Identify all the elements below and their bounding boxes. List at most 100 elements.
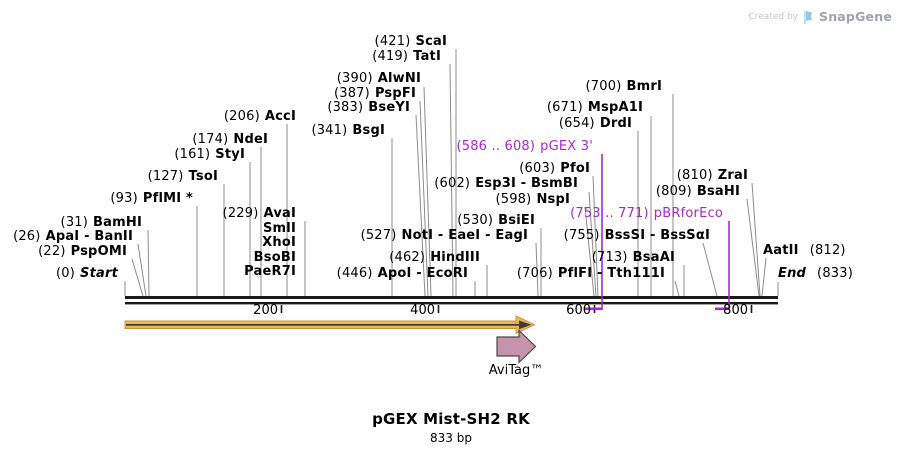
- site-name: PflFI - Tth111I: [557, 266, 665, 281]
- site-pos: (654): [558, 116, 595, 131]
- site-pos: (127): [147, 169, 184, 184]
- site-pos: (383): [327, 100, 364, 115]
- site-label-apai-banii: (26)ApaI - BanII: [13, 230, 133, 243]
- primer-name: pGEX 3': [540, 139, 593, 154]
- site-name: BssSI - BssSαI: [604, 228, 710, 243]
- site-label-pflfi: (706) PflFI - Tth111I: [517, 267, 665, 280]
- site-name: HindIII: [430, 250, 480, 265]
- site-label-styi: (161) StyI: [174, 148, 245, 161]
- ruler-ticks: [280, 305, 753, 313]
- site-name: Start: [80, 266, 118, 281]
- site-label-aatii: AatII (812): [763, 244, 846, 257]
- plasmid-length: 833 bp: [430, 431, 472, 445]
- site-label-scai: (421) ScaI: [375, 35, 447, 48]
- site-name: BsoBI: [253, 249, 296, 265]
- site-label-mspa1i: (671) MspA1I: [547, 101, 643, 114]
- site-name: BsiEI: [498, 213, 535, 228]
- site-pos: (755): [563, 228, 600, 243]
- site-name: Esp3I - BsmBI: [475, 176, 578, 191]
- site-pos: (174): [192, 132, 229, 147]
- site-name: AccI: [264, 109, 296, 124]
- site-pos: (810): [676, 168, 713, 183]
- primer-label-pbrforeco: (753 .. 771)pBRforEco: [570, 207, 723, 220]
- site-pos: (161): [174, 147, 211, 162]
- site-label-drdi: (654)DrdI: [559, 117, 632, 130]
- site-pos: (671): [546, 100, 583, 115]
- site-name: PspOMI: [70, 244, 127, 259]
- site-name: BmrI: [626, 79, 662, 94]
- ruler-label-400: 400: [410, 303, 435, 318]
- primer-pgex3-line: [584, 154, 603, 311]
- attribution-prefix: Created by: [748, 11, 798, 22]
- avitag-label: AviTag™: [488, 363, 544, 378]
- site-label-pspomi: (22) PspOMI: [38, 245, 127, 258]
- site-label-bsahi: (809) BsaHI: [656, 185, 740, 198]
- site-pos: (598): [495, 192, 532, 207]
- site-name: PspFI: [374, 86, 416, 101]
- map-end-label: End (833): [778, 267, 853, 280]
- site-label-ndei: (174)NdeI: [192, 133, 268, 146]
- site-pos: (390): [336, 71, 373, 86]
- site-name: End: [778, 266, 807, 281]
- title-block: pGEX Mist-SH2 RK 833 bp: [0, 410, 902, 445]
- site-name: XhoI: [262, 235, 296, 251]
- site-pos: (700): [585, 79, 622, 94]
- site-name: SmlI: [262, 220, 296, 236]
- snapgene-logo-icon: [804, 10, 813, 24]
- site-label-avai-group: (229) AvaI SmlI XhoI BsoBI PaeR7I: [222, 206, 296, 280]
- site-label-bsiei: (530) BsiEI: [457, 214, 535, 227]
- site-pos: (22): [38, 244, 66, 259]
- primer-pbrforeco-line: [715, 221, 730, 311]
- site-name: PaeR7I: [244, 264, 296, 280]
- site-pos: (462): [389, 250, 426, 265]
- site-name: MspA1I: [587, 100, 643, 115]
- site-name: NotI - EaeI - EagI: [401, 228, 528, 243]
- site-label-tsoi: (127) TsoI: [148, 170, 218, 183]
- site-pos: (421): [374, 34, 411, 49]
- site-pos: (602): [434, 176, 471, 191]
- site-name: ScaI: [415, 34, 447, 49]
- site-pos: (809): [655, 184, 692, 199]
- site-name: BsaAI: [632, 250, 675, 265]
- site-pos: (603): [519, 161, 556, 176]
- site-label-zrai: (810) ZraI: [677, 169, 748, 182]
- ruler-label-200: 200: [253, 303, 278, 318]
- site-name: ApaI - BanII: [45, 229, 133, 244]
- site-name: AvaI: [263, 206, 296, 221]
- map-start-label: (0)Start: [56, 267, 118, 280]
- site-label-bsaai: (713)BsaAI: [592, 251, 675, 264]
- site-name: AlwNI: [377, 71, 421, 86]
- site-name: StyI: [215, 147, 245, 162]
- site-name: ZraI: [717, 168, 748, 183]
- site-name: PflMI *: [142, 191, 193, 206]
- site-pos: (446): [336, 266, 373, 281]
- site-pos: (229): [222, 206, 259, 221]
- site-pos: (530): [457, 213, 494, 228]
- site-pos: (93): [110, 191, 138, 206]
- site-label-tati: (419)TatI: [372, 50, 441, 63]
- site-name: BamHI: [93, 215, 142, 230]
- site-label-bamhi: (31)BamHI: [61, 216, 142, 229]
- site-label-bmri: (700) BmrI: [586, 80, 662, 93]
- site-name: PfoI: [560, 161, 590, 176]
- ruler-label-800: 800: [723, 303, 748, 318]
- site-pos: (833): [817, 266, 854, 281]
- site-pos: (387): [333, 86, 370, 101]
- primer-label-pgex3: (586 .. 608) pGEX 3': [456, 140, 593, 153]
- site-pos: (706): [516, 266, 553, 281]
- site-pos: (812): [809, 243, 846, 258]
- site-label-alwni: (390) AlwNI: [337, 72, 421, 85]
- primer-name: pBRforEco: [653, 206, 723, 221]
- site-name: ApoI - EcoRI: [377, 266, 468, 281]
- site-label-bsssi: (755) BssSI - BssSαI: [564, 229, 710, 242]
- site-label-bseyi: (383)BseYI: [327, 101, 410, 114]
- site-name: TsoI: [188, 169, 218, 184]
- site-name: AatII: [763, 243, 799, 258]
- backbone-line: [125, 296, 778, 305]
- site-pos: (341): [311, 123, 348, 138]
- avitag-arrow-shape: [496, 329, 537, 364]
- primer-range: (586 .. 608): [456, 139, 536, 154]
- site-label-pflmi: (93) PflMI *: [110, 192, 193, 205]
- site-name: BsaHI: [696, 184, 740, 199]
